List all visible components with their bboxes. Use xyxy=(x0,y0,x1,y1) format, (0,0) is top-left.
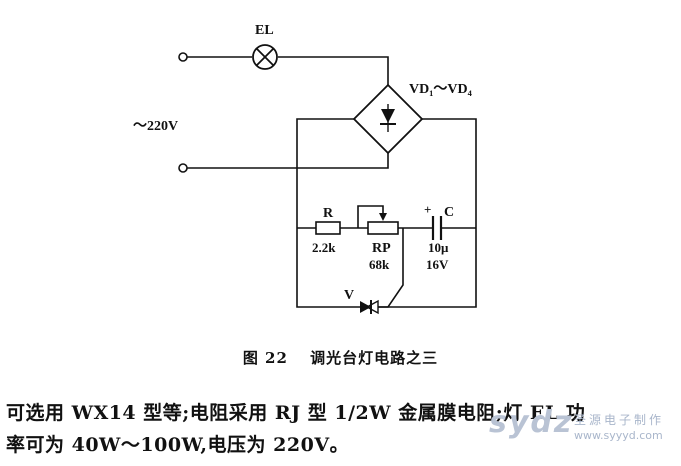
diac-v xyxy=(360,299,379,315)
wire-lamp-to-bridge xyxy=(187,56,389,85)
wire-left-rail xyxy=(296,118,360,308)
label-diac: V xyxy=(344,288,354,303)
terminal-top xyxy=(178,52,188,62)
watermark-url: www.syyyd.com xyxy=(574,429,663,442)
label-cap-voltage: 16V xyxy=(426,257,449,272)
label-pot-value: 68k xyxy=(369,257,390,272)
label-bridge: VD₁～VD₄ xyxy=(409,82,473,97)
watermark: sydz 圣源电子制作 www.syyyd.com xyxy=(489,405,679,455)
body-line-2: 率可为 40W～100W,电压为 220V。 xyxy=(6,434,350,456)
label-cap-name: C xyxy=(444,205,454,220)
watermark-logo: sydz xyxy=(489,405,574,440)
terminal-bottom xyxy=(178,163,188,173)
circuit-diagram: EL VD₁～VD₄ ～220V R 2.2k RP 68k + C 10μ 1… xyxy=(133,23,477,315)
figure-number: 图 22 xyxy=(242,349,288,367)
wire-trigger xyxy=(378,228,404,308)
bridge-rectifier xyxy=(352,83,424,155)
label-cap-value: 10μ xyxy=(428,240,449,255)
potentiometer-rp xyxy=(357,205,399,235)
resistor-r xyxy=(315,221,341,235)
label-resistor-name: R xyxy=(323,206,334,221)
wire-right-rail xyxy=(378,118,477,308)
capacitor-c xyxy=(431,216,443,240)
lamp-el xyxy=(252,44,278,70)
figure-title: 调光台灯电路之三 xyxy=(310,349,439,367)
label-lamp: EL xyxy=(255,23,274,38)
figure-caption: 图 22 调光台灯电路之三 xyxy=(0,347,681,368)
label-cap-polarity: + xyxy=(424,202,431,217)
body-line-1: 可选用 WX14 型等;电阻采用 RJ 型 1/2W 金属膜电阻;灯 EL 功 xyxy=(6,402,586,424)
label-pot-name: RP xyxy=(372,241,391,256)
label-supply: ～220V xyxy=(133,119,178,134)
label-resistor-value: 2.2k xyxy=(312,240,336,255)
wire-supply-to-bridge xyxy=(187,153,389,169)
watermark-name: 圣源电子制作 xyxy=(574,413,665,427)
